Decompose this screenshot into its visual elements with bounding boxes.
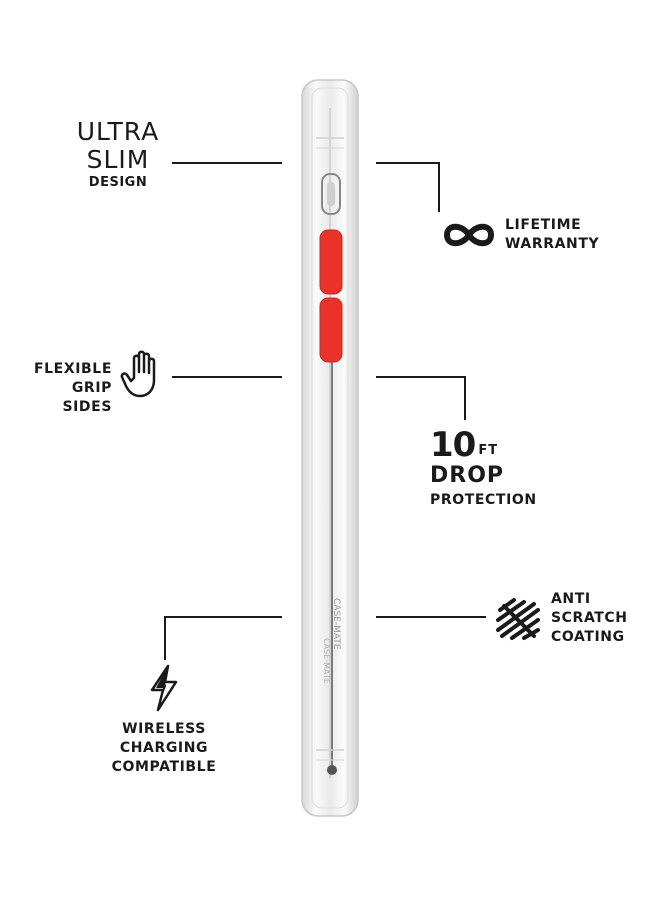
feature-anti-scratch: ANTI SCRATCH COATING [551,590,628,647]
svg-text:CASE-MATE: CASE-MATE [331,598,341,650]
scratch-line2: SCRATCH [551,610,628,626]
feature-ultra-slim: ULTRA SLIM DESIGN [70,118,166,192]
hand-icon [120,350,162,398]
scratch-icon [494,596,542,642]
warranty-line2: WARRANTY [505,236,600,252]
scratch-leader-line [376,616,486,618]
drop-line3: PROTECTION [430,492,537,508]
scratch-line3: COATING [551,629,625,645]
lightning-bolt-icon [146,664,182,712]
drop-leader-line-h [376,376,466,378]
feature-wireless-charging: WIRELESS CHARGING COMPATIBLE [98,720,230,777]
feature-lifetime-warranty: LIFETIME WARRANTY [505,216,599,254]
wireless-leader-line-v [164,616,166,660]
feature-drop-protection: 10 FT DROP PROTECTION [430,428,537,510]
volume-down-button [319,297,343,363]
grip-leader-line [172,376,282,378]
infinity-icon [442,220,496,250]
grip-line2: GRIP SIDES [62,380,112,415]
drop-line2: DROP [430,463,505,488]
wireless-line3: COMPATIBLE [111,759,217,775]
feature-flexible-grip: FLEXIBLE GRIP SIDES [20,360,112,417]
volume-up-button [319,229,343,295]
wireless-line2: CHARGING [119,740,209,756]
phone-case-graphic: CASE-MATE CASE-MATE [301,79,359,817]
wireless-line1: WIRELESS [122,721,206,737]
drop-leader-line-v [464,376,466,420]
ultra-slim-line3: DESIGN [88,175,148,190]
wireless-leader-line-h [164,616,282,618]
warranty-leader-line-v [438,162,440,212]
scratch-line1: ANTI [551,591,591,607]
drop-unit: FT [478,443,499,458]
ultra-slim-line2: SLIM [86,145,150,174]
ultra-slim-line1: ULTRA [76,117,160,146]
warranty-leader-line-h [376,162,440,164]
ultra-slim-leader-line [172,162,282,164]
drop-number: 10 [430,425,476,465]
phone-case-side-view: CASE-MATE CASE-MATE [298,78,362,818]
svg-text:CASE-MATE: CASE-MATE [322,638,331,684]
grip-line1: FLEXIBLE [33,361,112,377]
warranty-line1: LIFETIME [505,217,582,233]
